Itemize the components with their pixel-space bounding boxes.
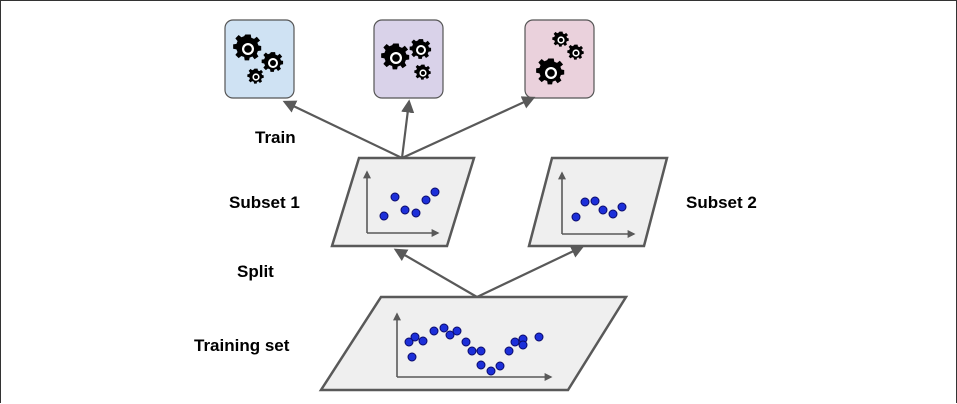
training-set-panel <box>318 295 629 392</box>
subset-2-panel <box>527 156 669 248</box>
model-1 <box>224 19 295 99</box>
subset-1-panel <box>330 156 476 248</box>
training-set-points <box>404 323 544 376</box>
subset-1-points <box>379 187 440 221</box>
train-arrow-2 <box>400 99 415 159</box>
subset-2-points <box>571 196 627 222</box>
train-label: Train <box>255 128 296 147</box>
train-arrow-1 <box>282 100 403 159</box>
split-arrows <box>393 245 585 298</box>
model-box-1 <box>224 19 295 99</box>
split-label: Split <box>237 262 274 281</box>
train-arrows <box>282 96 536 160</box>
train-arrow-3 <box>401 96 536 160</box>
subset-2-label: Subset 2 <box>686 193 757 212</box>
subset-1-label: Subset 1 <box>229 193 300 212</box>
training-set-label: Training set <box>194 336 290 355</box>
split-arrow-2 <box>476 245 585 298</box>
model-3 <box>524 19 595 99</box>
model-2 <box>373 19 444 99</box>
split-arrow-1 <box>393 248 478 298</box>
